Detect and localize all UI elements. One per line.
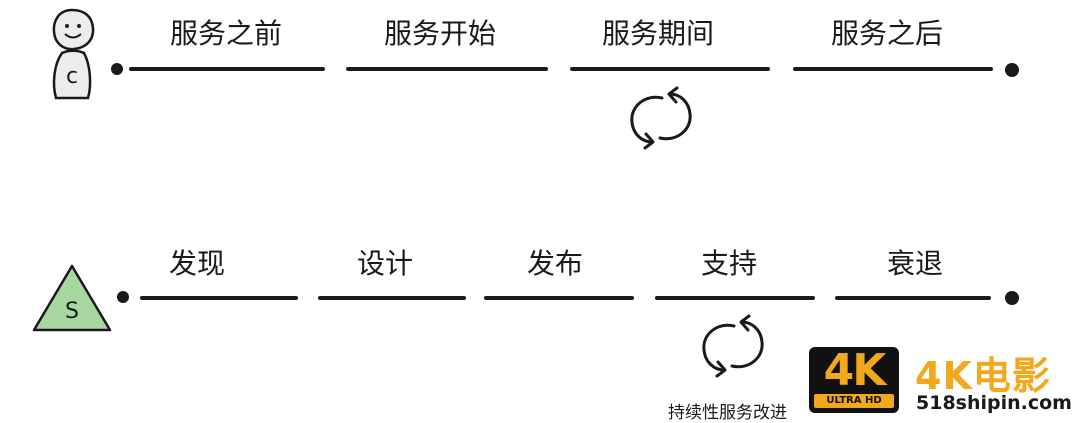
stage-label-discover: 发现 [168,247,226,280]
watermark-badge: 4K ULTRA HD [809,347,899,413]
watermark-url: 518shipin.com [916,392,1072,414]
avatar-letter-c: c [66,64,78,89]
stage-label-before-service: 服务之前 [169,17,283,50]
watermark-badge-sub: ULTRA HD [814,394,894,408]
triangle-icon: S [32,264,112,332]
timeline-segment [570,67,770,71]
stage-label-launch: 发布 [526,247,584,280]
timeline-segment [835,296,991,300]
track-end-dot [1005,63,1019,77]
cycle-caption: 持续性服务改进 [668,403,787,423]
timeline-segment [655,296,815,300]
track-start-dot [117,291,129,303]
timeline-segment [318,296,466,300]
stage-label-decline: 衰退 [886,247,944,280]
track-start-dot [111,63,123,75]
stage-label-service-start: 服务开始 [383,17,497,50]
stage-label-support: 支持 [700,247,758,280]
avatar-letter-s: S [65,299,79,324]
watermark-title: 4K电影 [915,354,1051,398]
stage-label-design: 设计 [356,247,414,280]
track-end-dot [1005,291,1019,305]
timeline-segment [346,67,548,71]
person-icon: c [52,8,95,100]
refresh-cycle-icon [630,86,692,150]
timeline-segment [140,296,298,300]
timeline-segment [793,67,993,71]
stage-label-after-service: 服务之后 [830,17,944,50]
timeline-segment [484,296,634,300]
refresh-cycle-icon [702,314,764,378]
stage-label-during-service: 服务期间 [601,17,715,50]
timeline-segment [129,67,325,71]
watermark-badge-main: 4K [823,347,887,396]
